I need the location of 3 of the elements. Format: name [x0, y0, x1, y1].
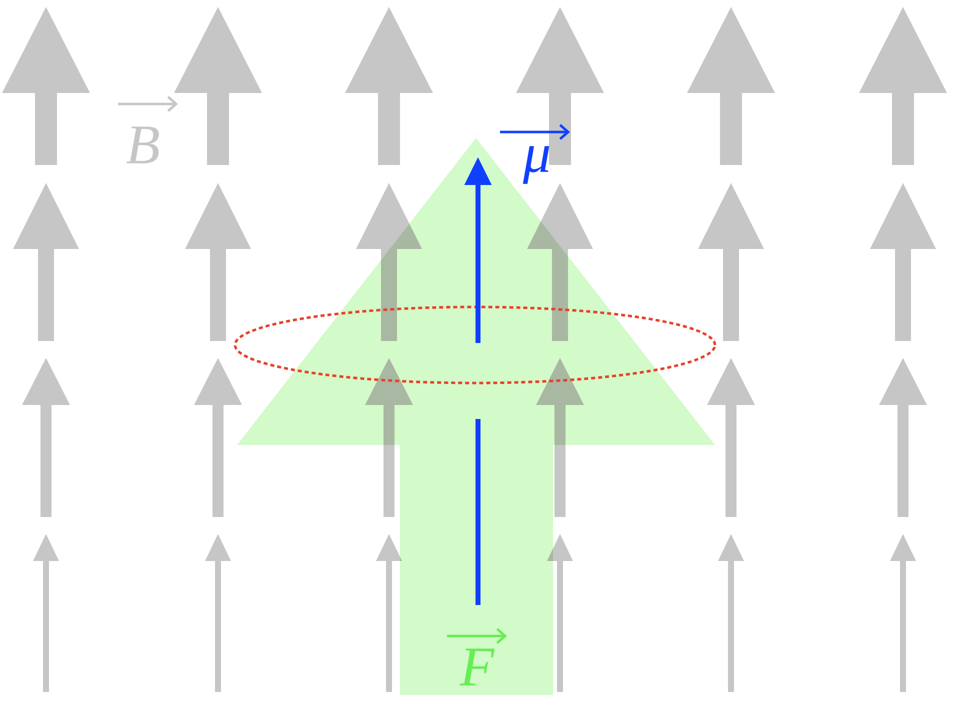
vector-label: μ [500, 124, 570, 184]
vector-label: B [118, 96, 178, 164]
vector-label: F [447, 628, 507, 686]
